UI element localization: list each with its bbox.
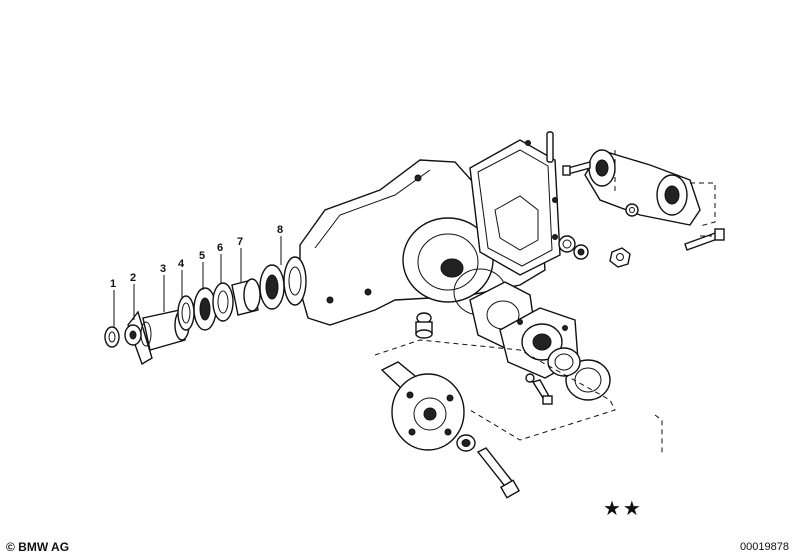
mounting-bracket: [584, 149, 716, 227]
callout-6: 6: [217, 242, 223, 254]
part-6-bearing-race: [212, 282, 234, 322]
copyright-label: © BMW AG: [6, 540, 70, 554]
bracket-bolt: [562, 161, 591, 176]
document-number: 00019878: [740, 541, 789, 553]
callout-8: 8: [277, 224, 283, 236]
part-2-flange: [124, 310, 153, 366]
long-bolt: [684, 228, 725, 251]
radial-seal: [547, 347, 611, 401]
flange-long-bolt: [476, 447, 521, 499]
washer-nut: [625, 203, 639, 217]
part-1-nut: [104, 326, 120, 348]
assembly-outline-2: [654, 414, 663, 455]
callout-1: 1: [110, 278, 116, 290]
assembly-outline: [374, 339, 616, 441]
rear-cover: [469, 139, 561, 276]
seal-ring-small: [558, 235, 589, 260]
star-mark: ★★: [603, 498, 643, 520]
part-8-bearing: [259, 256, 307, 310]
callout-3: 3: [160, 263, 166, 275]
part-4-seal: [177, 295, 195, 331]
callout-5: 5: [199, 250, 205, 262]
flange-bolt: [525, 373, 553, 405]
flange-washer: [456, 434, 476, 452]
callout-7: 7: [237, 236, 243, 248]
drain-plug: [415, 312, 433, 339]
dowel-pin: [546, 131, 554, 163]
callout-leaders: [113, 236, 282, 327]
part-7-spacer: [231, 278, 261, 316]
callout-4: 4: [178, 258, 185, 270]
nut: [609, 247, 631, 268]
output-flange: [380, 361, 465, 451]
part-5-bearing: [193, 287, 217, 331]
callout-2: 2: [130, 272, 136, 284]
